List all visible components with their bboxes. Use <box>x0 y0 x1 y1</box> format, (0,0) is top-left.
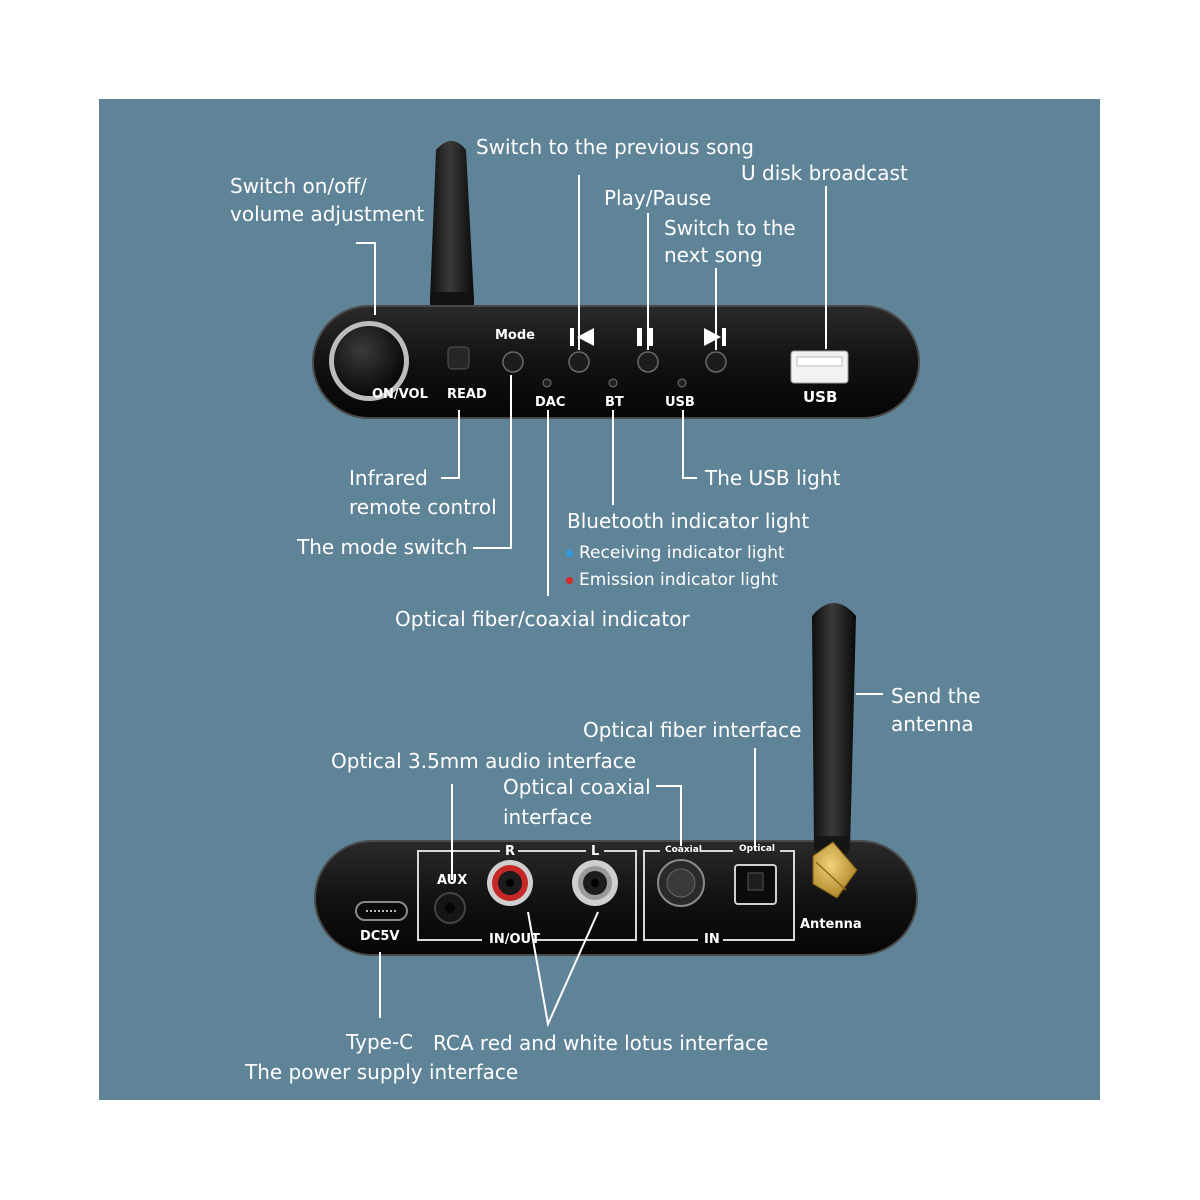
antenna-gold-connector <box>812 841 858 899</box>
receiving-dot-icon <box>566 549 573 557</box>
callout-power-volume-2: volume adjustment <box>230 202 425 226</box>
next-button <box>705 351 727 373</box>
callout-optical-coaxial-indicator: Optical fiber/coaxial indicator <box>395 607 690 631</box>
leader-infrared <box>441 410 460 479</box>
play-pause-icon <box>637 328 653 346</box>
usb-led <box>677 378 687 388</box>
front-dac-label: DAC <box>535 395 566 410</box>
callout-usb-light: The USB light <box>705 466 841 490</box>
back-antenna-label: Antenna <box>800 917 862 932</box>
front-usb-led-label: USB <box>665 395 695 410</box>
callout-mode-switch: The mode switch <box>297 535 468 559</box>
front-antenna <box>430 141 474 308</box>
callout-power-supply: The power supply interface <box>245 1060 519 1084</box>
next-icon <box>704 328 726 346</box>
callout-infrared-2: remote control <box>349 495 497 519</box>
leader-power <box>356 242 376 315</box>
mode-button <box>502 351 524 373</box>
front-onoff-vol-label: ON/VOL <box>372 387 428 402</box>
play-button <box>637 351 659 373</box>
back-device <box>314 603 918 956</box>
callout-optical-coaxial-1: Optical coaxial <box>503 775 651 799</box>
usb-port-tongue <box>796 356 843 367</box>
callout-rca: RCA red and white lotus interface <box>433 1031 769 1055</box>
receiving-light-text: Receiving indicator light <box>579 543 785 563</box>
emission-dot-icon <box>566 576 573 584</box>
back-dc5v-label: DC5V <box>360 929 400 944</box>
front-mode-label: Mode <box>495 328 535 343</box>
callout-power-volume-1: Switch on/off/ <box>230 174 367 198</box>
back-l-label: L <box>591 844 600 859</box>
callout-optical-coaxial-2: interface <box>503 805 593 829</box>
callout-u-disk: U disk broadcast <box>741 161 908 185</box>
rear-antenna <box>812 603 856 854</box>
front-device <box>312 141 920 419</box>
usb-port <box>790 350 849 384</box>
front-read-label: READ <box>447 387 487 402</box>
leader-rca <box>527 911 599 1028</box>
callout-play-pause: Play/Pause <box>604 186 712 210</box>
callout-optical-35mm: Optical 3.5mm audio interface <box>331 749 637 773</box>
leader-usb-light <box>682 410 697 479</box>
front-bt-label: BT <box>605 395 624 410</box>
callout-receiving-light: Receiving indicator light <box>566 542 785 564</box>
callout-infrared-1: Infrared <box>349 466 428 490</box>
volume-knob <box>334 326 404 396</box>
leader-coaxial <box>656 785 682 846</box>
usb-c-port <box>355 901 408 921</box>
callout-type-c: Type-C <box>346 1030 414 1054</box>
leader-lines <box>356 175 883 1028</box>
prev-icon <box>570 328 594 346</box>
prev-button <box>568 351 590 373</box>
leader-mode <box>473 375 512 549</box>
front-usb-port-label: USB <box>803 388 838 406</box>
callout-next-song-1: Switch to the <box>664 216 796 240</box>
bt-led <box>608 378 618 388</box>
emission-light-text: Emission indicator light <box>579 570 778 590</box>
back-in-out-label: IN/OUT <box>489 932 540 947</box>
back-r-label: R <box>505 844 516 859</box>
back-in-label: IN <box>704 932 720 947</box>
callout-send-antenna-1: Send the <box>891 684 981 708</box>
callout-bluetooth-light: Bluetooth indicator light <box>567 509 810 533</box>
callout-emission-light: Emission indicator light <box>566 569 778 591</box>
callout-next-song-2: next song <box>664 243 763 267</box>
ir-receiver <box>447 346 470 370</box>
dac-led <box>542 378 552 388</box>
front-body <box>312 305 920 419</box>
back-optical-label: Optical <box>739 844 775 854</box>
back-coaxial-label: Coaxial <box>665 845 702 855</box>
callout-previous-song: Switch to the previous song <box>476 135 754 159</box>
callout-send-antenna-2: antenna <box>891 712 974 736</box>
callout-optical-fiber-interface: Optical fiber interface <box>583 718 802 742</box>
back-aux-label: AUX <box>437 873 468 888</box>
